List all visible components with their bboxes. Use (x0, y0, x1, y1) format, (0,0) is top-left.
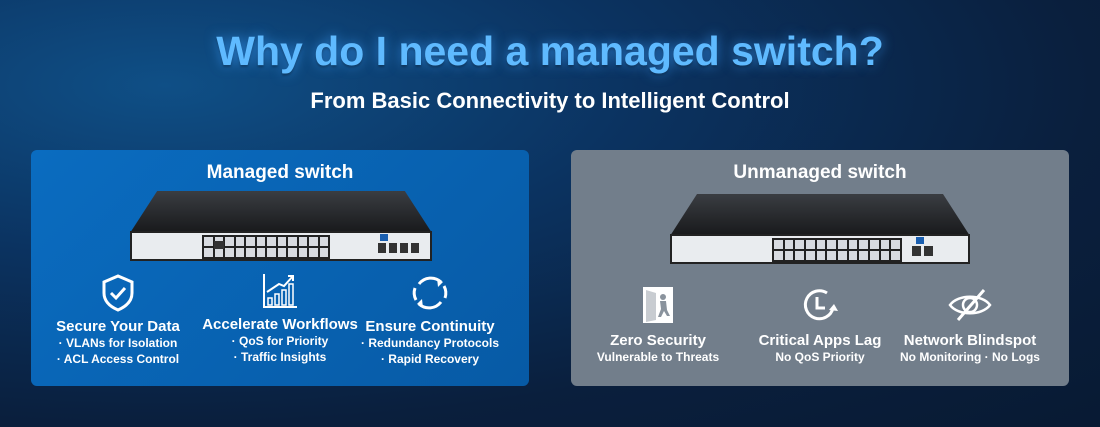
feature-accelerate-workflows: Accelerate Workflows · QoS for Priority … (195, 272, 365, 365)
managed-switch-panel: Managed switch Secure Your Data · VLANs … (31, 150, 529, 386)
feature-line: · ACL Access Control (56, 352, 180, 366)
feature-secure-your-data: Secure Your Data · VLANs for Isolation ·… (33, 274, 203, 367)
feature-line: · Rapid Recovery (380, 352, 480, 366)
unmanaged-switch-panel: Unmanaged switch Zero Security Vulnerabl… (571, 150, 1069, 386)
feature-subtitle: Vulnerable to Threats (596, 350, 720, 364)
unmanaged-switch-image (670, 194, 970, 266)
feature-line: · QoS for Priority (231, 334, 329, 348)
eye-off-icon (948, 289, 992, 321)
growth-chart-icon (263, 274, 297, 308)
managed-switch-image (130, 191, 432, 263)
feature-subtitle: No QoS Priority (775, 350, 865, 364)
feature-subtitle: No Monitoring · No Logs (900, 350, 1040, 364)
clock-lag-icon (803, 289, 838, 321)
refresh-cycle-icon (412, 276, 448, 310)
feature-line: · Redundancy Protocols (360, 336, 500, 350)
feature-network-blindspot: Network Blindspot No Monitoring · No Log… (885, 286, 1055, 365)
feature-line: · VLANs for Isolation (58, 336, 178, 350)
feature-title: Network Blindspot (903, 332, 1037, 349)
page-subtitle: From Basic Connectivity to Intelligent C… (310, 88, 790, 113)
panel-title: Managed switch (206, 162, 354, 183)
feature-line: · Traffic Insights (233, 350, 327, 364)
feature-title: Ensure Continuity (365, 318, 495, 335)
feature-zero-security: Zero Security Vulnerable to Threats (573, 286, 743, 365)
feature-title: Critical Apps Lag (758, 332, 882, 349)
panel-title: Unmanaged switch (733, 162, 907, 183)
page-title: Why do I need a managed switch? (216, 28, 884, 74)
feature-title: Secure Your Data (56, 318, 180, 335)
intruder-door-icon (643, 287, 673, 323)
shield-check-icon (102, 274, 134, 312)
feature-title: Accelerate Workflows (202, 316, 358, 333)
feature-ensure-continuity: Ensure Continuity · Redundancy Protocols… (345, 274, 515, 367)
feature-critical-apps-lag: Critical Apps Lag No QoS Priority (735, 286, 905, 365)
feature-title: Zero Security (610, 332, 706, 349)
